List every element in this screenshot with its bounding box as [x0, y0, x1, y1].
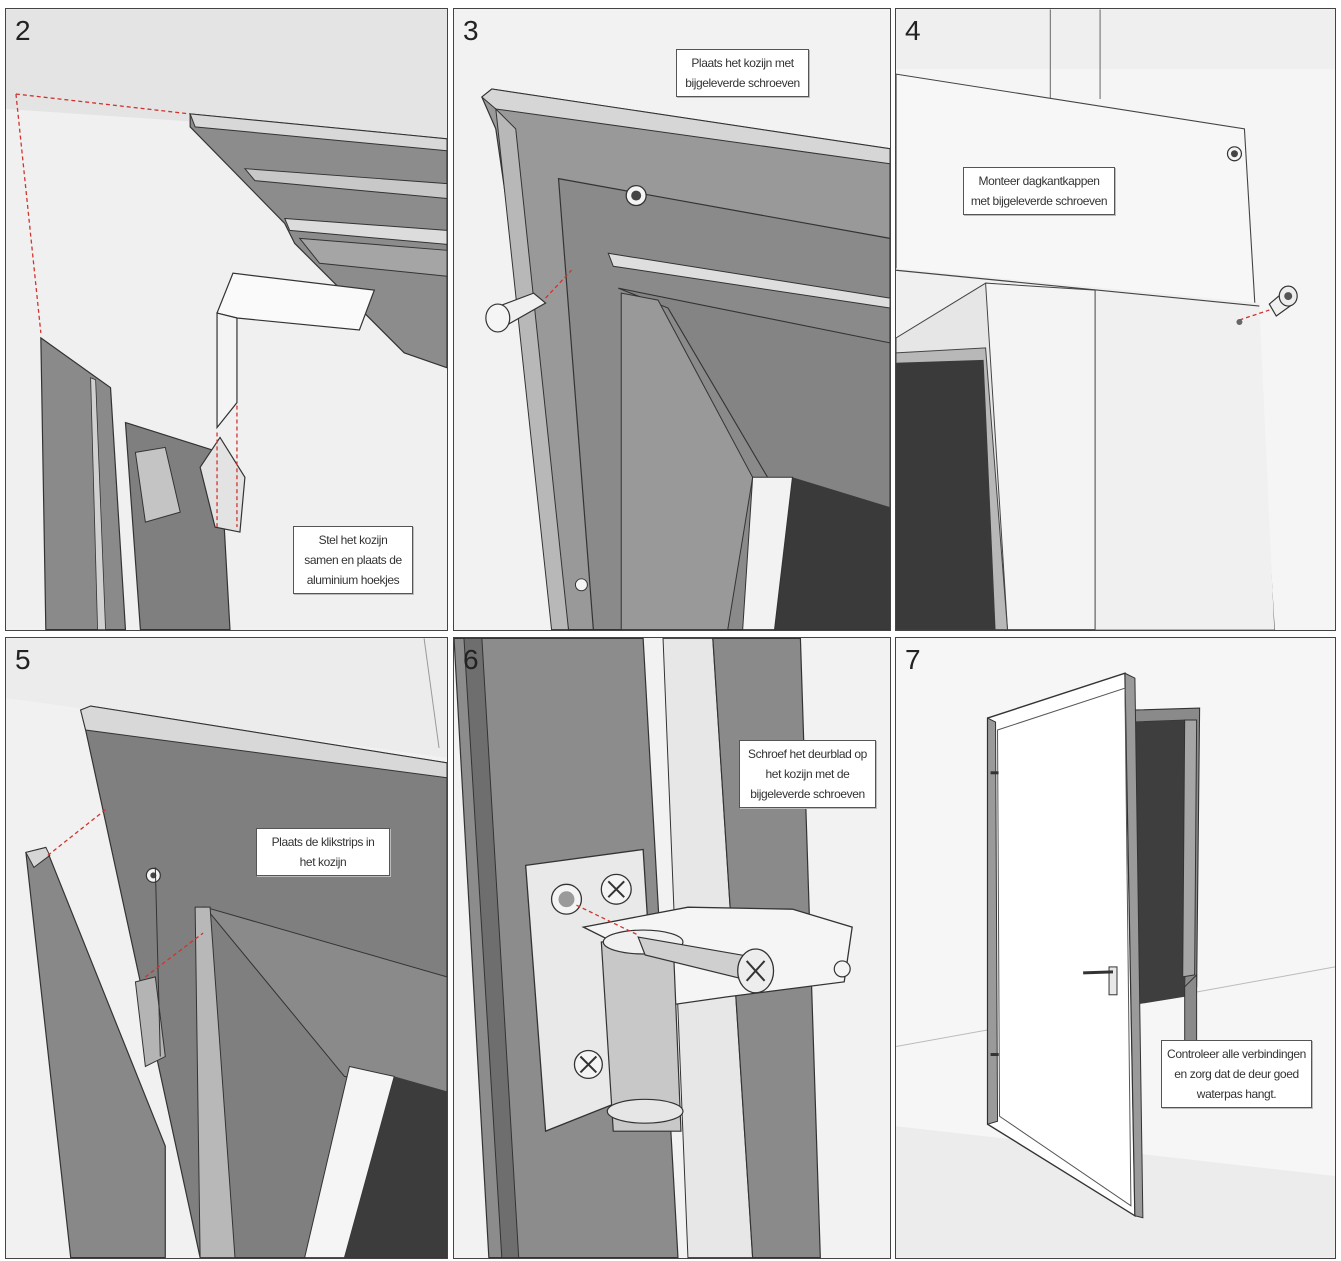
step-number: 7	[905, 644, 921, 676]
instruction-line: waterpas hangt.	[1166, 1084, 1307, 1104]
step-5-panel: 5 Plaats de klikstrips in het kozijn	[5, 637, 448, 1259]
step-5-illustration	[6, 638, 447, 1258]
instruction-line: het kozijn	[261, 852, 385, 872]
step-6-illustration	[454, 638, 890, 1258]
instruction-line: en zorg dat de deur goed	[1166, 1064, 1307, 1084]
instruction-line: bijgeleverde schroeven	[744, 784, 871, 804]
step-4-illustration	[896, 9, 1335, 630]
instruction-line: Schroef het deurblad op	[744, 744, 871, 764]
step-3-panel: 3 Plaats het kozijn met bijgeleverde sch…	[453, 8, 891, 631]
instruction-line: Monteer dagkantkappen	[968, 171, 1110, 191]
step-number: 4	[905, 15, 921, 47]
step-3-illustration	[454, 9, 890, 630]
step-instruction: Monteer dagkantkappen met bijgeleverde s…	[963, 167, 1115, 215]
instruction-line: Stel het kozijn	[298, 530, 408, 550]
instruction-line: Controleer alle verbindingen	[1166, 1044, 1307, 1064]
step-number: 6	[463, 644, 479, 676]
instruction-line: aluminium hoekjes	[298, 570, 408, 590]
step-instruction: Controleer alle verbindingen en zorg dat…	[1161, 1040, 1312, 1108]
step-instruction: Stel het kozijn samen en plaats de alumi…	[293, 526, 413, 594]
instruction-line: Plaats de klikstrips in	[261, 832, 385, 852]
instruction-line: met bijgeleverde schroeven	[968, 191, 1110, 211]
step-instruction: Plaats het kozijn met bijgeleverde schro…	[676, 49, 809, 97]
step-7-illustration	[896, 638, 1335, 1258]
instruction-line: bijgeleverde schroeven	[681, 73, 804, 93]
step-7-panel: 7 Controleer alle verbindingen en zorg d…	[895, 637, 1336, 1259]
instruction-line: Plaats het kozijn met	[681, 53, 804, 73]
step-number: 3	[463, 15, 479, 47]
step-6-panel: 6 Schroef het deurblad op het kozijn met…	[453, 637, 891, 1259]
step-instruction: Schroef het deurblad op het kozijn met d…	[739, 740, 876, 808]
instruction-line: samen en plaats de	[298, 550, 408, 570]
step-2-panel: 2 Stel het kozijn samen en plaats de alu…	[5, 8, 448, 631]
step-number: 2	[15, 15, 31, 47]
step-4-panel: 4 Monteer dagkantkappen met bijgeleverde…	[895, 8, 1336, 631]
step-number: 5	[15, 644, 31, 676]
instruction-line: het kozijn met de	[744, 764, 871, 784]
step-instruction: Plaats de klikstrips in het kozijn	[256, 828, 390, 876]
